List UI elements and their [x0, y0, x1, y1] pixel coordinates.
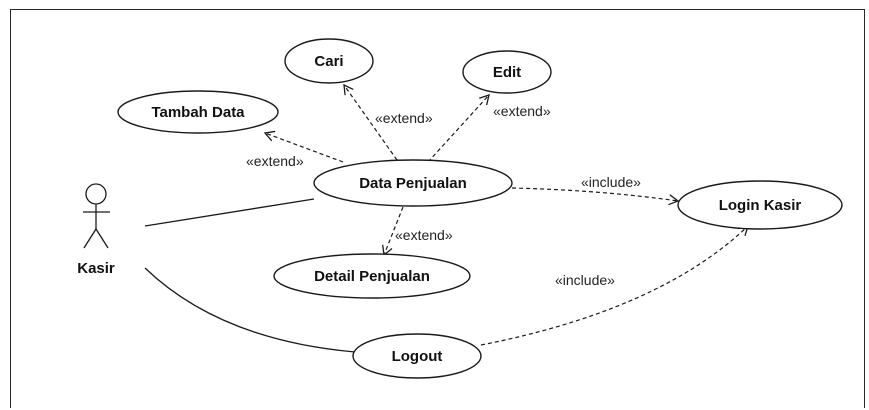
- use-case-data-penjualan-label: Data Penjualan: [359, 175, 467, 192]
- extend-arrow-edit: [427, 94, 490, 163]
- actor-kasir-figure[interactable]: [83, 183, 110, 249]
- use-case-edit-label: Edit: [493, 64, 521, 81]
- use-case-cari-label: Cari: [314, 53, 343, 70]
- use-case-tambah-data[interactable]: Tambah Data: [117, 90, 279, 134]
- actor-kasir-label: Kasir: [77, 260, 115, 277]
- use-case-cari[interactable]: Cari: [284, 38, 374, 84]
- extend-label-cari: «extend»: [375, 110, 433, 126]
- include-label-login-data-penjualan: «include»: [581, 174, 641, 190]
- use-case-tambah-data-label: Tambah Data: [151, 104, 245, 121]
- association-kasir-logout: [144, 267, 356, 353]
- extend-label-detail-penjualan: «extend»: [395, 227, 453, 243]
- association-kasir-data-penjualan: [144, 198, 315, 227]
- include-label-login-logout: «include»: [555, 272, 615, 288]
- include-arrow-login-logout: [480, 225, 749, 346]
- extend-label-edit: «extend»: [493, 103, 551, 119]
- extend-arrow-cari: [343, 83, 398, 161]
- use-case-logout[interactable]: Logout: [352, 333, 482, 379]
- use-case-login-kasir[interactable]: Login Kasir: [677, 180, 843, 230]
- use-case-detail-penjualan-label: Detail Penjualan: [314, 268, 430, 285]
- extend-label-tambah-data: «extend»: [246, 153, 304, 169]
- use-case-login-kasir-label: Login Kasir: [719, 197, 802, 214]
- use-case-logout-label: Logout: [392, 348, 443, 365]
- use-case-data-penjualan[interactable]: Data Penjualan: [313, 159, 513, 207]
- extend-arrow-detail-penjualan: [382, 206, 404, 257]
- use-case-edit[interactable]: Edit: [462, 50, 552, 94]
- use-case-detail-penjualan[interactable]: Detail Penjualan: [273, 253, 471, 299]
- include-arrow-login-data-penjualan: [511, 187, 680, 206]
